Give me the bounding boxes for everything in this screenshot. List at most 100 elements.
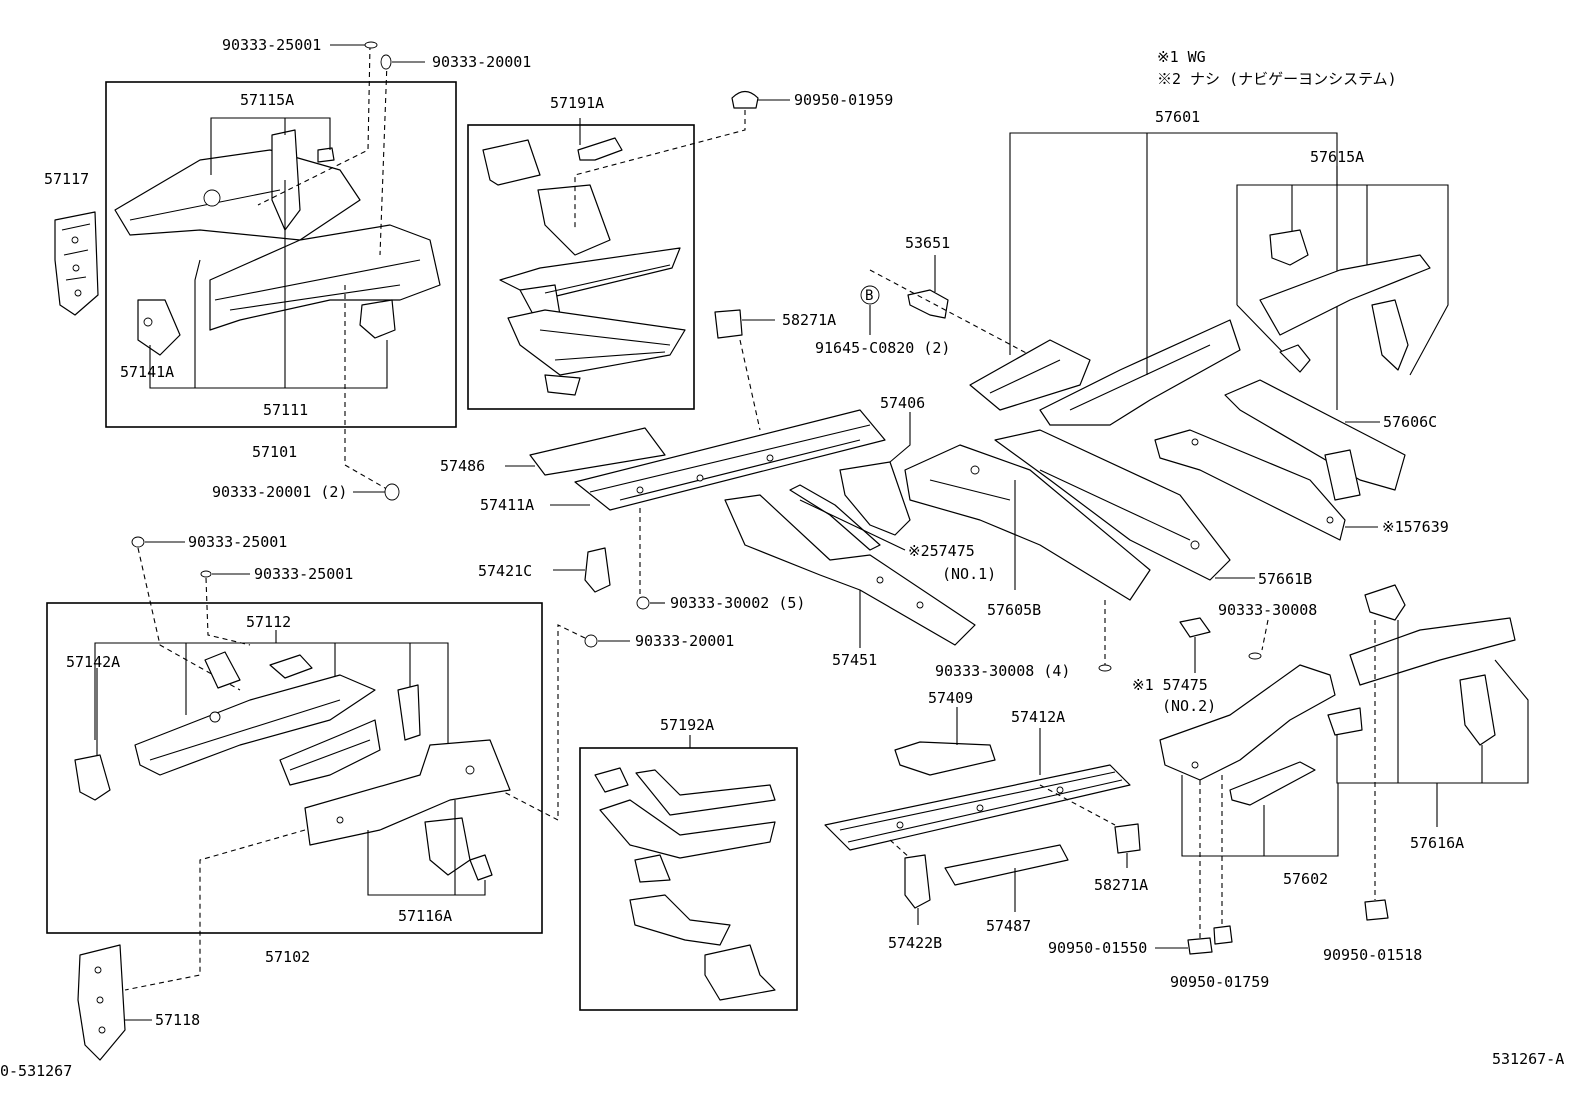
part-57606C-drawing <box>1224 379 1406 501</box>
reference-number-right: 531267-A <box>1492 1050 1564 1068</box>
part-57118-drawing <box>77 944 126 1061</box>
label-57421C: 57421C <box>478 562 532 580</box>
label-57475-no1-sub: (NO.1) <box>942 565 996 583</box>
part-57411A-drawing <box>529 409 886 511</box>
label-57102: 57102 <box>265 948 310 966</box>
leader-57406 <box>889 412 911 463</box>
label-57411A: 57411A <box>480 496 534 514</box>
group-box-57192A <box>579 747 798 1011</box>
part-57409-drawing <box>894 741 996 776</box>
note-navigation: ※2 ナシ (ナビゲーヨンシステム) <box>1157 70 1397 88</box>
label-57606C: 57606C <box>1383 413 1437 431</box>
label-bolt-b: B <box>865 288 873 304</box>
label-57406: 57406 <box>880 394 925 412</box>
part-57421C-drawing <box>584 547 611 593</box>
label-90950-01759: 90950-01759 <box>1170 973 1269 991</box>
leader-90333-20001-2 <box>344 285 393 493</box>
label-90950-01518: 90950-01518 <box>1323 946 1422 964</box>
clip-icon <box>1364 899 1389 921</box>
leader-90333-25001-mid1-b <box>137 547 241 691</box>
note-wg: ※1 WG <box>1157 48 1206 66</box>
label-57615A: 57615A <box>1310 148 1364 166</box>
label-90950-01550: 90950-01550 <box>1048 939 1147 957</box>
label-90333-20001-top: 90333-20001 <box>432 53 531 71</box>
leader-57422B-b <box>889 839 911 859</box>
label-90333-25001-mid2: 90333-25001 <box>254 565 353 583</box>
part-57191A-drawing <box>482 137 686 396</box>
grommet-icon <box>636 596 650 610</box>
label-90333-30008: 90333-30008 <box>1218 601 1317 619</box>
label-57601: 57601 <box>1155 108 1200 126</box>
leader-53651-b <box>869 269 1031 356</box>
leader-57111-b <box>194 259 201 388</box>
part-57639-drawing <box>1154 429 1346 541</box>
part-57116A-drawing <box>304 739 511 881</box>
leader-90950-01959 <box>574 110 746 230</box>
leader-57475-no1 <box>799 499 906 551</box>
part-57487-drawing <box>944 844 1069 886</box>
grommet-icon <box>200 570 212 578</box>
label-57118: 57118 <box>155 1011 200 1029</box>
label-58271A-top: 58271A <box>782 311 836 329</box>
label-90333-20001-2: 90333-20001 (2) <box>212 483 347 501</box>
grommet-icon <box>384 483 400 501</box>
label-57112: 57112 <box>246 613 291 631</box>
bracket-57112 <box>94 642 449 785</box>
label-90333-20001-mid: 90333-20001 <box>635 632 734 650</box>
leader-90333-30008 <box>1261 619 1269 651</box>
label-57661B: 57661B <box>1258 570 1312 588</box>
part-57412A-drawing <box>824 764 1131 851</box>
clip-icon <box>1187 937 1213 955</box>
label-57602: 57602 <box>1283 870 1328 888</box>
leader-90333-25001-mid2-b <box>205 577 251 646</box>
bracket-57616A <box>1336 659 1529 784</box>
part-57616A-drawing <box>1327 584 1516 746</box>
bolt-b-icon <box>860 285 880 305</box>
label-57141A: 57141A <box>120 363 174 381</box>
label-57101: 57101 <box>252 443 297 461</box>
label-57142A: 57142A <box>66 653 120 671</box>
part-57422B-drawing <box>904 854 931 909</box>
part-57112-drawing <box>134 651 421 786</box>
grommet-icon <box>131 536 145 548</box>
part-57451-drawing <box>724 484 976 646</box>
label-90333-25001-mid1: 90333-25001 <box>188 533 287 551</box>
label-57111: 57111 <box>263 401 308 419</box>
part-57475-no2-drawing <box>1179 617 1211 638</box>
label-57475-no1: ※257475 <box>908 542 975 560</box>
part-53651-drawing <box>907 289 949 319</box>
label-57191A: 57191A <box>550 94 604 112</box>
label-57115A: 57115A <box>240 91 294 109</box>
plug-icon <box>731 90 759 109</box>
label-57475-no2-sub: (NO.2) <box>1162 697 1216 715</box>
label-57116A: 57116A <box>398 907 452 925</box>
label-57616A: 57616A <box>1410 834 1464 852</box>
part-57192A-drawing <box>594 767 776 1001</box>
label-57487: 57487 <box>986 917 1031 935</box>
part-57602-drawing <box>1159 664 1336 806</box>
label-57639: ※157639 <box>1382 518 1449 536</box>
grommet-icon <box>380 54 392 70</box>
clip-icon <box>1213 925 1233 945</box>
leader-57115A <box>210 117 331 175</box>
grommet-icon <box>1248 652 1262 660</box>
part-57117-drawing <box>54 211 99 316</box>
group-box-57102 <box>46 602 543 934</box>
leader-58271A-top-b <box>739 339 761 431</box>
part-57111-drawing <box>114 129 441 356</box>
part-57142A-drawing <box>74 754 111 801</box>
label-90950-01959: 90950-01959 <box>794 91 893 109</box>
leader-57111 <box>149 340 388 389</box>
bracket-57116A <box>367 830 486 896</box>
label-53651: 53651 <box>905 234 950 252</box>
label-90333-30002: 90333-30002 (5) <box>670 594 805 612</box>
label-57605B: 57605B <box>987 601 1041 619</box>
label-57486: 57486 <box>440 457 485 475</box>
group-box-57191A <box>467 124 695 410</box>
label-57412A: 57412A <box>1011 708 1065 726</box>
label-57192A: 57192A <box>660 716 714 734</box>
grommet-icon <box>584 634 598 648</box>
label-57117: 57117 <box>44 170 89 188</box>
part-57601-drawing <box>969 319 1241 426</box>
